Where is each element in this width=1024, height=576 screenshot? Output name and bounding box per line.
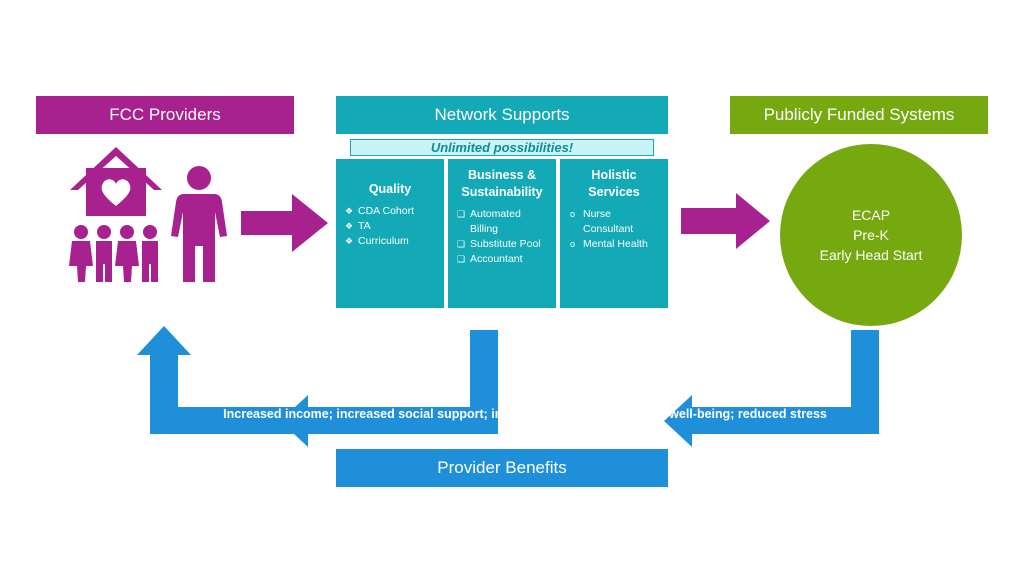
circle-bullet-icon: o <box>570 209 576 219</box>
checkbox-bullet-icon: ❑ <box>457 239 466 249</box>
fcc-providers-header: FCC Providers <box>36 96 294 134</box>
unlimited-possibilities-banner: Unlimited possibilities! <box>350 139 654 156</box>
list-item: ❑Accountant <box>457 253 523 265</box>
diamond-bullet-icon: ❖ <box>345 221 354 231</box>
list-item: ❑Substitute Pool <box>457 238 541 250</box>
ecap-label: ECAP <box>851 207 891 223</box>
diamond-bullet-icon: ❖ <box>345 206 354 216</box>
list-item: ❖Curriculum <box>345 235 409 247</box>
publicly-funded-systems-header: Publicly Funded Systems <box>730 96 988 134</box>
public-systems-circle: ECAP Pre-K Early Head Start <box>780 144 962 326</box>
network-supports-header: Network Supports <box>336 96 668 134</box>
business-title: Business & Sustainability <box>461 168 543 199</box>
business-list: ❑Automated Billing ❑Substitute Pool ❑Acc… <box>454 207 550 267</box>
feedback-arrow-from-network <box>280 330 498 447</box>
feedback-arrow-to-providers <box>137 326 296 434</box>
provider-benefits-header: Provider Benefits <box>336 449 668 487</box>
pre-k-label: Pre-K <box>853 227 889 243</box>
business-sustainability-column: Business & Sustainability ❑Automated Bil… <box>448 159 556 308</box>
list-item: ❖CDA Cohort <box>345 205 415 217</box>
quality-title: Quality <box>368 182 412 196</box>
children-icon <box>69 225 158 282</box>
adult-person-icon <box>171 166 227 282</box>
list-item: ❑Automated Billing <box>457 208 521 235</box>
quality-column: Quality ❖CDA Cohort ❖TA ❖Curriculum <box>336 159 444 308</box>
feedback-arrow-from-public <box>664 330 879 447</box>
quality-list: ❖CDA Cohort ❖TA ❖Curriculum <box>342 204 438 249</box>
arrow-providers-to-network <box>241 194 328 252</box>
early-head-start-label: Early Head Start <box>819 247 923 263</box>
holistic-title: Holistic Services <box>588 168 640 199</box>
arrow-network-to-public <box>681 193 770 249</box>
house-heart-icon <box>70 147 162 216</box>
checkbox-bullet-icon: ❑ <box>457 254 466 264</box>
checkbox-bullet-icon: ❑ <box>457 209 466 219</box>
circle-bullet-icon: o <box>570 239 576 249</box>
list-item: ❖TA <box>345 220 371 232</box>
benefits-description: Increased income; increased social suppo… <box>223 407 827 421</box>
diamond-bullet-icon: ❖ <box>345 236 354 246</box>
